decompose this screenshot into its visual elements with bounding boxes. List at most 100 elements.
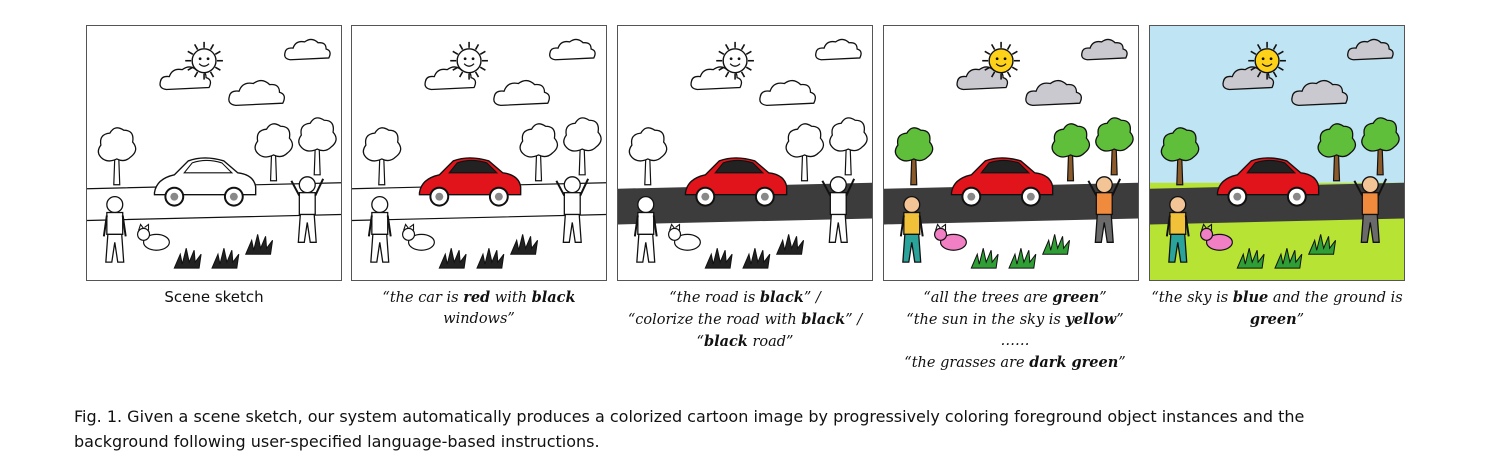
- girl: [1087, 176, 1122, 243]
- cloud: [549, 38, 596, 61]
- grass-blades: [1008, 248, 1037, 269]
- grass-blades: [509, 234, 539, 255]
- person-shirt: [371, 211, 389, 236]
- sun-ray: [479, 50, 486, 55]
- person-arm: [102, 215, 108, 237]
- sun-ray: [1011, 50, 1018, 55]
- cat-head: [934, 227, 948, 241]
- scene-illustration: [1150, 26, 1404, 280]
- tree-trunk: [1176, 156, 1184, 186]
- person-head: [1169, 196, 1187, 214]
- sun-ray: [1272, 44, 1278, 50]
- car-hubcap: [967, 192, 976, 201]
- grass-tuft: [438, 248, 467, 269]
- caption-text: ”: [1296, 312, 1305, 328]
- car: [418, 157, 522, 207]
- grass-blades: [438, 248, 467, 269]
- road: [884, 182, 1138, 225]
- tree: [519, 123, 559, 182]
- caption-text: “colorize the road with: [627, 312, 802, 328]
- cat-body: [673, 233, 701, 251]
- person-arm: [845, 178, 856, 197]
- cloud-shape: [1081, 38, 1128, 61]
- sun-face: [722, 48, 748, 74]
- tree-trunk: [910, 156, 918, 186]
- sun-ray: [1006, 71, 1012, 78]
- grass-tuft: [704, 248, 733, 269]
- car-hubcap: [1233, 192, 1242, 201]
- grass-tuft: [1236, 248, 1265, 269]
- grass-blades: [970, 248, 999, 269]
- car-window: [1246, 159, 1297, 174]
- person-arm: [1111, 178, 1122, 197]
- cloud: [759, 79, 816, 107]
- caption-line: green”: [1137, 309, 1417, 331]
- tree: [97, 127, 137, 186]
- tree-trunk: [1110, 146, 1118, 176]
- car: [950, 157, 1054, 207]
- tree-foliage: [1160, 127, 1200, 162]
- cat: [1200, 223, 1233, 251]
- caption-line: Scene sketch: [74, 287, 354, 308]
- car-hubcap: [1026, 192, 1035, 201]
- person-head: [637, 196, 655, 214]
- cloud: [1291, 79, 1348, 107]
- sun: [450, 41, 488, 80]
- grass-blades: [742, 248, 771, 269]
- sun-ray: [452, 50, 459, 55]
- caption-line: windows”: [339, 309, 619, 330]
- grass-tuft: [970, 248, 999, 269]
- tree-foliage: [628, 127, 668, 162]
- person-head: [371, 196, 389, 214]
- panel-background-colored: [1149, 25, 1405, 281]
- grass-tuft: [173, 248, 202, 269]
- sun-ray: [193, 44, 199, 50]
- person-shirt: [1169, 211, 1187, 236]
- tree-foliage: [894, 127, 934, 162]
- grass-tuft: [742, 248, 771, 269]
- cloud-shape: [815, 38, 862, 61]
- grass-blades: [1274, 248, 1303, 269]
- caption-bold-word: green: [1249, 311, 1297, 328]
- caption-line: “the sky is blue and the ground is: [1137, 287, 1417, 309]
- person-arm: [1353, 180, 1364, 197]
- person-head: [106, 196, 124, 214]
- tree-trunk: [800, 152, 809, 182]
- car-body: [950, 157, 1054, 196]
- cat-body: [407, 233, 435, 251]
- sun-ray: [209, 44, 215, 50]
- scene-illustration: [352, 26, 606, 280]
- tree: [1051, 123, 1091, 182]
- sun-ray: [214, 50, 221, 55]
- sun-eye: [1269, 57, 1273, 61]
- caption-line: ……: [875, 331, 1155, 352]
- sun-ray: [193, 71, 199, 78]
- tree: [829, 117, 868, 176]
- caption-foreground-instruction: “all the trees are green”“the sun in the…: [875, 287, 1155, 374]
- tree-foliage: [1051, 123, 1091, 158]
- sun-ray: [740, 71, 746, 78]
- car: [684, 157, 788, 207]
- person-pants: [370, 233, 390, 263]
- caption-bold-word: black: [759, 289, 804, 306]
- caption-text: ”: [1116, 312, 1124, 328]
- sun-ray: [474, 44, 480, 50]
- sun-ray: [984, 66, 991, 71]
- sun-ray: [718, 66, 725, 71]
- tree: [1095, 117, 1134, 176]
- person-shirt: [563, 192, 581, 216]
- caption-bold-word: black: [801, 311, 846, 328]
- caption-bold-word: red: [463, 289, 491, 306]
- car-hubcap: [229, 192, 238, 201]
- person-arm: [314, 178, 325, 197]
- grass-tuft: [1274, 248, 1303, 269]
- cat-head: [137, 227, 151, 241]
- tree: [1317, 123, 1357, 182]
- cloud-shape: [228, 79, 285, 107]
- sun-eye: [1261, 57, 1265, 61]
- person-shirt: [1095, 192, 1113, 216]
- person-pants: [902, 233, 922, 263]
- tree-foliage: [785, 123, 825, 158]
- person-arm: [652, 215, 658, 237]
